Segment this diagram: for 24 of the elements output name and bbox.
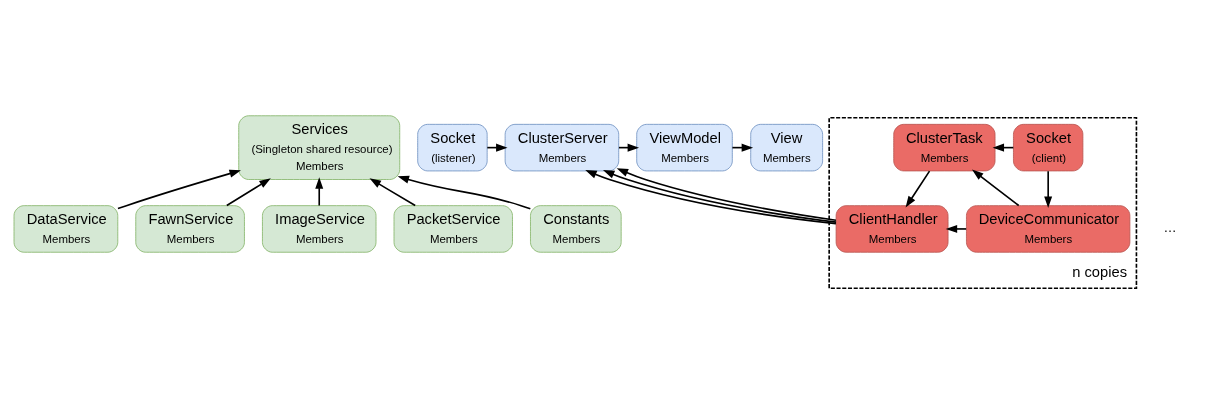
- arrow: [397, 175, 532, 210]
- arrow: [225, 178, 271, 207]
- node-box: ImageService Members: [262, 205, 377, 253]
- node-box: PacketService Members: [393, 205, 513, 253]
- arrow: [369, 178, 416, 207]
- arrow: [315, 177, 324, 207]
- node-box: DeviceCommunicator Members: [966, 205, 1131, 253]
- node-box: ClientHandler Members: [835, 205, 949, 253]
- arrow: [1044, 170, 1053, 208]
- node-box: Socket (listener): [417, 123, 488, 172]
- node-box: ViewModel Members: [636, 123, 733, 172]
- node-box: DataService Members: [13, 205, 119, 253]
- node-box: Socket (client): [1013, 123, 1084, 172]
- node-box: View Members: [750, 123, 824, 172]
- label: …: [1163, 220, 1177, 236]
- arrow: [117, 169, 241, 210]
- arrow: [905, 170, 931, 208]
- arrow: [945, 224, 967, 233]
- node-box: Constants Members: [530, 205, 622, 253]
- node-box: ClusterTask Members: [893, 123, 996, 172]
- node-box: Services (Singleton shared resource) Members: [238, 115, 401, 180]
- node-box: ClusterServer Members: [504, 123, 620, 172]
- node-box: FawnService Members: [135, 205, 245, 253]
- arrow: [971, 169, 1020, 207]
